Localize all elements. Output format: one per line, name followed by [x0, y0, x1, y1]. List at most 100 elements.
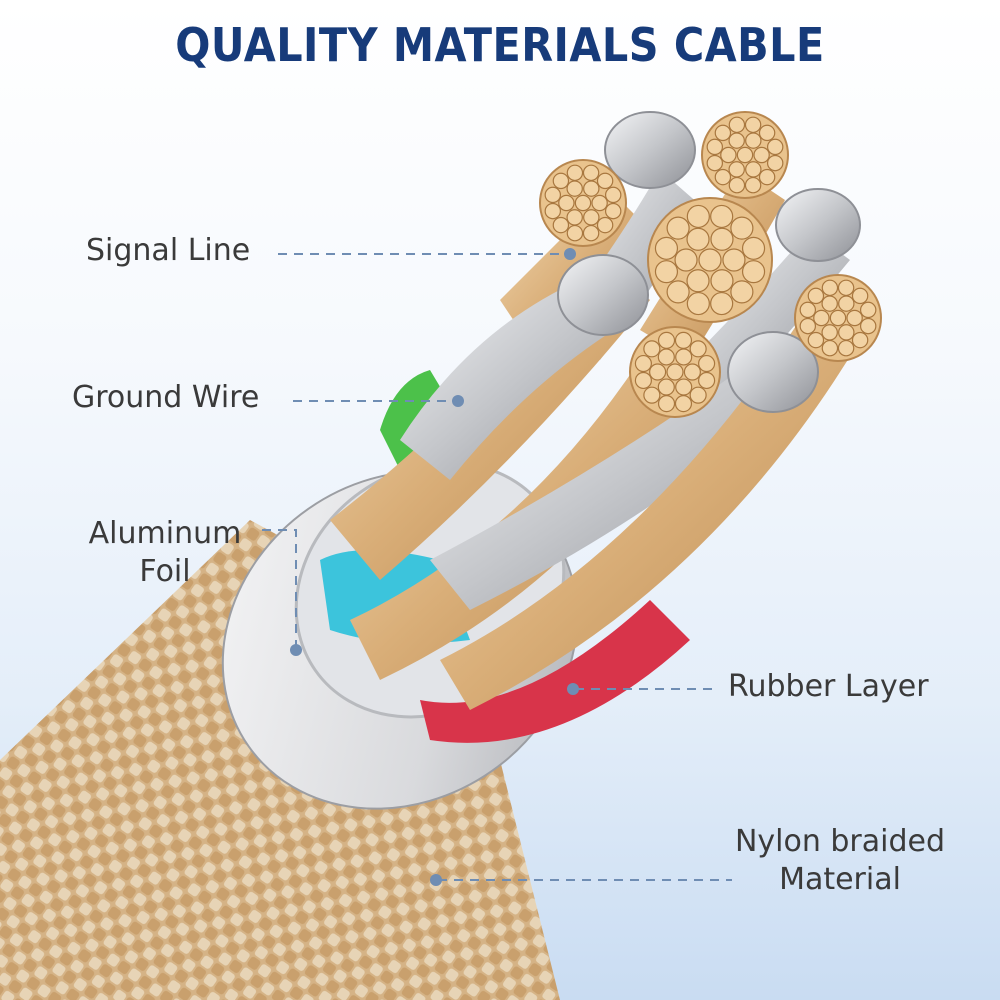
copper-strand-dot: [698, 371, 716, 390]
copper-strand-dot: [766, 138, 784, 156]
copper-strand-dot: [674, 248, 698, 272]
copper-strand-dot: [744, 176, 762, 194]
copper-strand-dot: [698, 248, 722, 272]
silver-wire-end-2: [775, 188, 861, 262]
strand-front-silver-1: [400, 280, 630, 480]
copper-strand-dot: [634, 371, 652, 390]
dot-rubber-layer: [567, 683, 579, 695]
dot-nylon-braid: [430, 874, 442, 886]
copper-strand-dot: [829, 309, 847, 327]
copper-strand-dot: [674, 395, 693, 413]
copper-strand-dot: [634, 354, 652, 373]
copper-strand-dot: [741, 236, 766, 260]
copper-strand-dot: [846, 309, 863, 327]
copper-strand-dot: [574, 194, 592, 212]
red-rubber-insulation: [420, 600, 690, 743]
copper-strand-dot: [813, 309, 830, 327]
copper-strand-dot: [714, 124, 732, 142]
copper-strand-dot: [583, 180, 600, 197]
copper-strand-dot: [698, 354, 716, 373]
copper-strand-dot: [859, 301, 877, 319]
silver-wire-end-1: [604, 111, 696, 189]
strand-front-copper-3: [440, 320, 860, 710]
copper-strand-dot: [859, 317, 877, 335]
copper-strand-dot: [558, 194, 575, 212]
copper-strand-dot: [838, 324, 855, 341]
copper-strand-dot: [566, 224, 584, 242]
copper-strand-dot: [596, 216, 614, 234]
copper-strand-dot: [706, 154, 724, 172]
copper-strand-dot: [851, 331, 869, 349]
copper-strand-dot: [758, 168, 776, 186]
copper-strand-dot: [706, 138, 724, 156]
copper-strand-dot: [649, 363, 667, 381]
label-rubber-layer: Rubber Layer: [728, 669, 929, 704]
copper-strand-dot: [604, 202, 622, 220]
copper-strand-dot: [566, 209, 583, 226]
strand-front-silver-2: [430, 370, 790, 610]
copper-strand-dot: [657, 395, 676, 413]
silver-wire-end-4: [727, 331, 819, 413]
copper-strand-dot: [674, 331, 693, 349]
copper-strand-dot: [758, 124, 776, 142]
copper-strand-dot: [807, 331, 825, 349]
copper-strand-dot: [686, 227, 710, 251]
diagram-title: QUALITY MATERIALS CABLE: [175, 18, 825, 72]
copper-strand-dot: [583, 209, 600, 226]
copper-strand-dot: [657, 378, 675, 396]
label-ground-wire: Ground Wire: [72, 380, 260, 415]
copper-strand-dot: [837, 339, 855, 357]
copper-strand-dot: [766, 154, 784, 172]
copper-strand-dot: [821, 339, 839, 357]
copper-strand-dot: [566, 164, 584, 182]
copper-strand-dot: [666, 280, 690, 304]
copper-strand-dot: [714, 168, 732, 186]
dot-signal-line: [564, 248, 576, 260]
copper-strand-dot: [689, 386, 707, 404]
copper-strand-dot: [654, 236, 679, 260]
copper-strand-dot: [686, 291, 710, 316]
copper-strand-dot: [675, 348, 693, 366]
copper-strand-dot: [552, 216, 570, 234]
copper-strand-dot: [821, 324, 838, 341]
dot-ground-wire: [452, 395, 464, 407]
copper-strand-dot: [596, 172, 614, 190]
copper-strand-dot: [851, 287, 869, 305]
label-aluminum-foil-line1: Aluminum: [88, 516, 242, 551]
copper-strand-dot: [821, 279, 839, 297]
copper-strand-dot: [728, 132, 745, 149]
label-aluminum-foil: Aluminum Foil: [70, 515, 260, 591]
copper-strand-dot: [686, 269, 710, 293]
copper-strand-dot: [566, 180, 583, 197]
label-nylon-line1: Nylon braided: [734, 824, 946, 859]
copper-strand-dot: [582, 164, 600, 182]
copper-strand-dot: [838, 295, 855, 312]
leader-lines: [262, 253, 732, 881]
leader-aluminum-foil: [262, 529, 297, 648]
copper-strand-dot: [582, 224, 600, 242]
copper-strand-dot: [666, 363, 684, 381]
copper-strand-dot: [799, 317, 817, 335]
copper-strand-dot: [710, 269, 734, 293]
copper-strand-dot: [544, 202, 562, 220]
copper-strand-dot: [799, 301, 817, 319]
dot-aluminum-foil: [290, 644, 302, 656]
copper-strand-dot: [657, 331, 676, 349]
copper-strand-dot: [753, 146, 770, 164]
copper-strand-dot: [643, 386, 661, 404]
label-signal-line: Signal Line: [86, 233, 251, 268]
copper-strand-dot: [722, 248, 746, 272]
copper-strand-dots: [544, 116, 877, 413]
copper-strand-dot: [741, 260, 766, 284]
copper-strand-dot: [728, 161, 745, 178]
copper-strand-dot: [710, 204, 734, 229]
copper-strand-dot: [552, 172, 570, 190]
copper-strand-dot: [744, 116, 762, 134]
copper-strand-dot: [720, 146, 737, 164]
copper-strand-dot: [745, 132, 762, 149]
label-nylon-braided: Nylon braided Material: [722, 823, 958, 899]
copper-strand-dot: [728, 176, 746, 194]
copper-strand-dot: [730, 280, 754, 304]
